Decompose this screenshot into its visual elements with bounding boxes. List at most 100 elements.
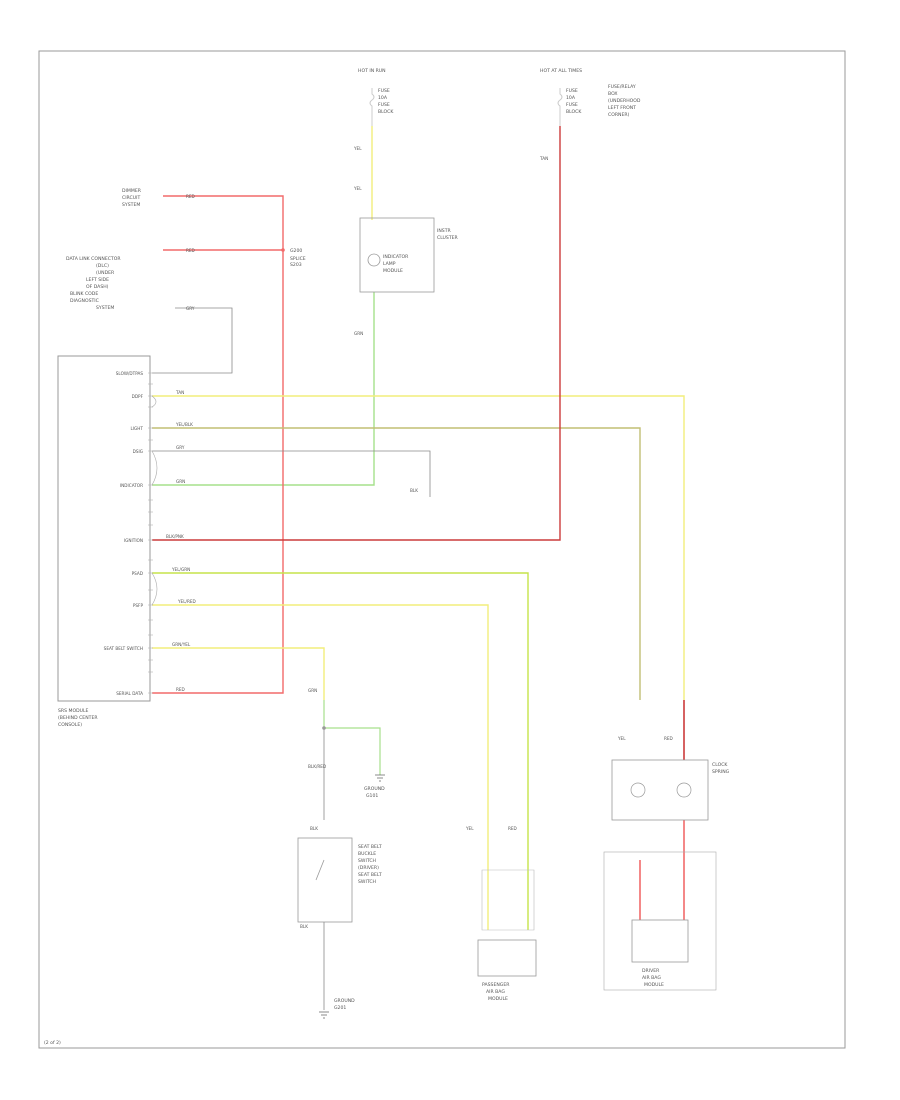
cluster-label: INSTR CLUSTER [437, 228, 459, 241]
clock-spring-box [611, 759, 709, 821]
wire-darkred-ignition [152, 126, 561, 541]
svg-text:SERIAL DATA: SERIAL DATA [116, 691, 143, 696]
ground-g101-symbol [375, 774, 385, 782]
svg-text:CONSOLE): CONSOLE) [58, 722, 82, 728]
passenger-bag-box [477, 939, 537, 977]
srs-module-box [57, 355, 151, 702]
svg-text:FUSE: FUSE [378, 88, 390, 94]
svg-text:DSIG: DSIG [133, 449, 143, 454]
driver-bag-inner [631, 919, 689, 963]
svg-text:OF DASH): OF DASH) [86, 284, 109, 290]
svg-text:INDICATOR: INDICATOR [120, 483, 143, 488]
svg-text:GRN/YEL: GRN/YEL [172, 642, 191, 647]
svg-text:FUSE/RELAY: FUSE/RELAY [608, 84, 636, 90]
passenger-bag-label: PASSENGER AIR BAG MODULE [482, 982, 510, 1002]
svg-text:YEL/BLK: YEL/BLK [175, 422, 193, 427]
svg-text:CIRCUIT: CIRCUIT [122, 195, 140, 201]
svg-text:S203: S203 [290, 262, 302, 268]
driver-bag-label: DRIVER AIR BAG MODULE [642, 968, 664, 988]
svg-text:DDPF: DDPF [132, 394, 144, 399]
svg-text:SEAT BELT SWITCH: SEAT BELT SWITCH [104, 646, 143, 651]
svg-text:LEFT FRONT: LEFT FRONT [608, 105, 636, 111]
page-ref: (2 of 2) [44, 1040, 61, 1046]
svg-text:GROUND: GROUND [334, 998, 355, 1004]
svg-text:PSFP: PSFP [133, 603, 144, 608]
svg-text:RED: RED [186, 248, 195, 253]
svg-text:TAN: TAN [175, 390, 184, 395]
shorting-bar-1 [151, 450, 158, 486]
svg-text:MODULE: MODULE [488, 996, 508, 1002]
wire-labels: RED RED GRY TAN YEL/BLK GRY GRN BLK/PNK … [166, 146, 673, 929]
ground-g201-symbol [319, 1011, 329, 1019]
svg-text:SEAT BELT: SEAT BELT [358, 844, 382, 850]
ground-g201-label: GROUND G201 [334, 998, 355, 1011]
svg-text:DIMMER: DIMMER [122, 188, 142, 194]
cluster-lamp-icon [367, 253, 381, 267]
module-pin-labels: SLOW/DTPAS DDPF LIGHT DSIG INDICATOR IGN… [104, 371, 144, 696]
svg-text:G101: G101 [366, 793, 378, 799]
svg-text:MODULE: MODULE [644, 982, 664, 988]
svg-text:RED: RED [186, 194, 195, 199]
svg-text:YEL: YEL [617, 736, 626, 741]
svg-text:INSTR: INSTR [437, 228, 452, 234]
driver-bag-box [603, 851, 717, 991]
clock-spring-contact-1 [630, 782, 646, 798]
wire-gray-dsig [152, 450, 431, 497]
svg-text:FUSE: FUSE [566, 102, 578, 108]
module-name-label: SRS MODULE (BEHIND CENTER CONSOLE) [58, 708, 98, 728]
svg-text:BLK: BLK [410, 488, 418, 493]
svg-text:IGNITION: IGNITION [124, 538, 143, 543]
svg-text:DATA LINK CONNECTOR: DATA LINK CONNECTOR [66, 256, 121, 262]
svg-text:RED: RED [664, 736, 673, 741]
svg-text:CORNER): CORNER) [608, 112, 630, 118]
svg-text:CLUSTER: CLUSTER [437, 235, 459, 241]
svg-text:LEFT SIDE: LEFT SIDE [86, 277, 109, 283]
buckle-switch-contact [315, 859, 325, 881]
svg-text:BLK: BLK [300, 924, 308, 929]
svg-text:AIR BAG: AIR BAG [642, 975, 661, 981]
wire-green-indicator [152, 292, 375, 486]
svg-text:FUSE: FUSE [378, 102, 390, 108]
svg-text:INDICATOR: INDICATOR [383, 254, 409, 260]
svg-text:GROUND: GROUND [364, 786, 385, 792]
svg-text:FUSE: FUSE [566, 88, 578, 94]
svg-text:BLOCK: BLOCK [566, 109, 582, 115]
svg-text:BUCKLE: BUCKLE [358, 851, 376, 857]
wire-yellow-seatbelt [152, 647, 325, 700]
svg-text:MODULE: MODULE [383, 268, 403, 274]
svg-text:(UNDER: (UNDER [96, 270, 115, 276]
svg-text:YEL: YEL [353, 146, 362, 151]
svg-text:PSAD: PSAD [132, 571, 143, 576]
svg-text:(DLC): (DLC) [96, 263, 109, 269]
svg-text:GRY: GRY [176, 445, 185, 450]
svg-text:(BEHIND CENTER: (BEHIND CENTER [58, 715, 98, 721]
wire-gray-dlc [152, 307, 233, 374]
svg-text:SPRING: SPRING [712, 769, 730, 775]
page-frame [38, 50, 846, 1049]
svg-text:BLK/PNK: BLK/PNK [166, 534, 184, 539]
wire-yellow-ddpf [152, 395, 685, 700]
hot-label-a: HOT IN RUN [358, 68, 386, 74]
wire-yellow-psfp [152, 604, 489, 930]
svg-text:AIR BAG: AIR BAG [486, 989, 505, 995]
svg-text:BOX: BOX [608, 91, 618, 97]
shorting-bar-3 [151, 395, 157, 408]
svg-text:GRN: GRN [354, 331, 363, 336]
svg-text:BLINK CODE: BLINK CODE [70, 291, 98, 297]
svg-text:SYSTEM: SYSTEM [96, 305, 114, 311]
g200-label: G200 [290, 248, 302, 254]
hot-label-b: HOT AT ALL TIMES [540, 68, 582, 74]
wire-yelgrn-psad [152, 572, 529, 930]
svg-text:SLOW/DTPAS: SLOW/DTPAS [116, 371, 144, 376]
svg-text:GRN: GRN [308, 688, 317, 693]
svg-text:(UNDERHOOD: (UNDERHOOD [608, 98, 641, 104]
svg-text:BLK: BLK [310, 826, 318, 831]
svg-text:RED: RED [176, 687, 185, 692]
svg-text:DRIVER: DRIVER [642, 968, 660, 974]
splice-red-dot [281, 248, 285, 252]
svg-text:SWITCH: SWITCH [358, 879, 376, 885]
svg-text:SWITCH: SWITCH [358, 858, 376, 864]
svg-text:BLOCK: BLOCK [378, 109, 394, 115]
svg-text:SEAT BELT: SEAT BELT [358, 872, 382, 878]
